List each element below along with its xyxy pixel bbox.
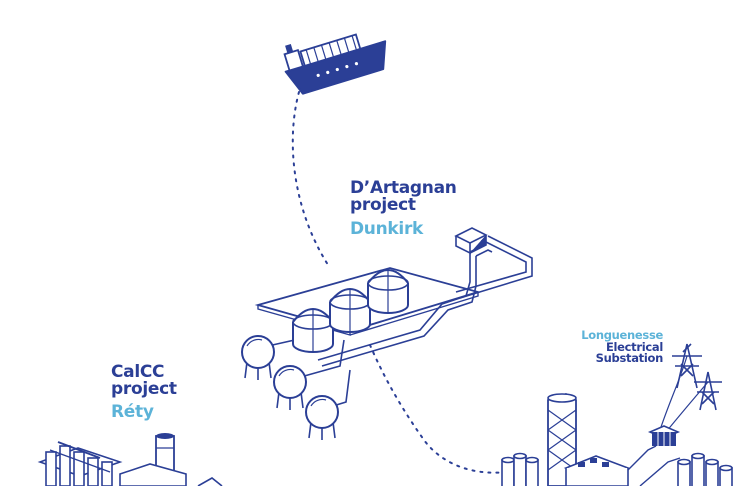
pipeline-route-line [369, 344, 507, 474]
ship-icon [283, 33, 387, 95]
sphere-tank-2 [273, 365, 307, 411]
dunkirk-place-label: Dunkirk [350, 219, 424, 239]
calcc-project-label: CalCC project [111, 364, 177, 398]
longuenesse-line2: Electrical [605, 339, 663, 354]
sphere-tank-3 [305, 395, 339, 441]
storage-tank-1 [292, 308, 334, 353]
shipping-route-line [291, 91, 331, 269]
longuenesse-line3: Substation [595, 351, 664, 365]
storage-tank-3 [367, 269, 409, 314]
dartagnan-name-line1: D’Artagnan [350, 178, 457, 198]
dartagnan-name-line2: project [350, 195, 416, 215]
storage-tank-2 [329, 288, 371, 333]
calcc-name-line1: CalCC [111, 362, 165, 382]
longuenesse-substation-label: Longuenesse Electrical Substation [581, 328, 664, 365]
longuenesse-line1: Longuenesse [581, 328, 663, 342]
dartagnan-project-label: D’Artagnan project [350, 180, 457, 214]
calcc-name-line2: project [111, 379, 177, 399]
rety-industrial-site [37, 433, 223, 486]
rety-place-label: Réty [111, 402, 154, 422]
longuenesse-substation-site [501, 343, 733, 486]
sphere-tank-1 [241, 335, 275, 381]
